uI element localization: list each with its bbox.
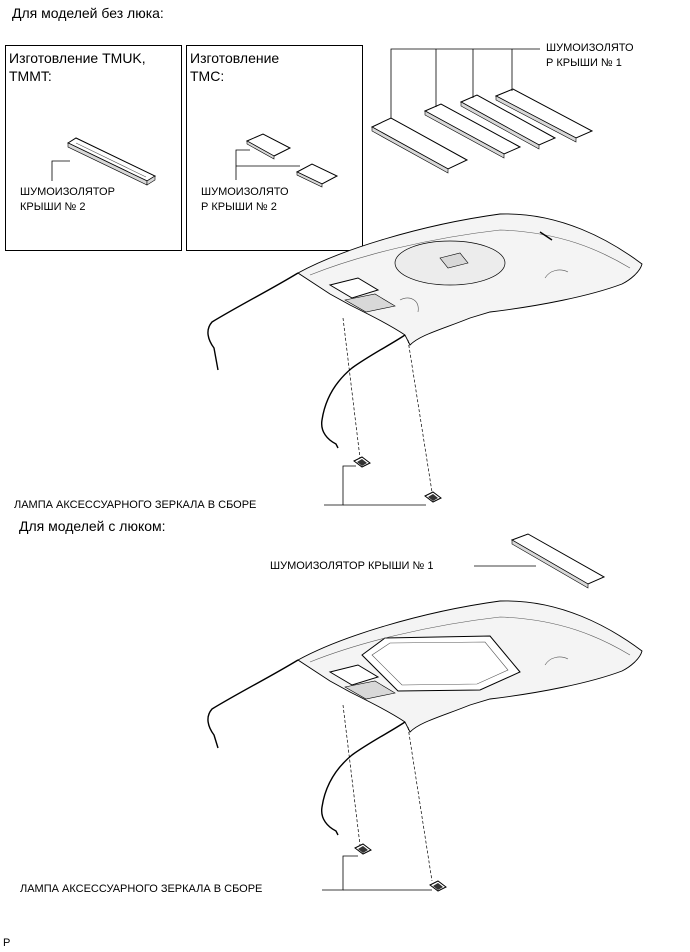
tmc-insulator-pad-2 xyxy=(295,163,339,188)
lamp-guide-line-1 xyxy=(342,317,361,459)
roof-insulator-2-label-line2: КРЫШИ № 2 xyxy=(20,201,86,213)
headliner-no-sunroof xyxy=(207,213,643,449)
section-heading-no-sunroof: Для моделей без люка: xyxy=(12,5,164,21)
figure-code: P xyxy=(3,937,11,949)
roof-insulator-1-label-line2: Р КРЫШИ № 1 xyxy=(546,57,622,69)
lamp-guide-line-3 xyxy=(342,704,361,846)
roof-insulator-1-label-sunroof: ШУМОИЗОЛЯТОР КРЫШИ № 1 xyxy=(270,560,434,572)
roof-insulator-1-label-line1: ШУМОИЗОЛЯТО xyxy=(546,42,634,54)
tmc-pad-leader-1 xyxy=(235,149,250,180)
tmc-box-title: Изготовление TMC: xyxy=(190,50,280,84)
accessory-mirror-lamp-top-left xyxy=(353,456,371,468)
accessory-mirror-lamp-bottom-right xyxy=(429,880,447,892)
lamp-bottom-leader xyxy=(322,855,358,891)
accessory-mirror-lamp-label-bottom: ЛАМПА АКСЕССУАРНОГО ЗЕРКАЛА В СБОРЕ xyxy=(20,883,263,895)
roof-insulator-2-leader xyxy=(51,160,70,181)
roof-insulator-1-sunroof xyxy=(510,533,606,589)
tmc-roof-insulator-2-label-line1: ШУМОИЗОЛЯТО xyxy=(201,186,289,198)
section-heading-with-sunroof: Для моделей с люком: xyxy=(19,518,166,534)
accessory-mirror-lamp-bottom-left xyxy=(354,843,372,855)
tmc-insulator-pad-1 xyxy=(245,133,292,160)
lamp-top-leader xyxy=(324,465,356,506)
headliner-with-sunroof xyxy=(207,600,643,836)
roof-insulator-2-strip xyxy=(66,137,157,186)
tmc-roof-insulator-2-label-line2: Р КРЫШИ № 2 xyxy=(201,201,277,213)
tmuk-box-title: Изготовление TMUK, TMMT: xyxy=(9,50,146,84)
lamp-guide-line-2 xyxy=(407,339,433,493)
roof-insulator-2-label-line1: ШУМОИЗОЛЯТОР xyxy=(20,186,115,198)
lamp-guide-line-4 xyxy=(407,726,433,882)
accessory-mirror-lamp-label-top: ЛАМПА АКСЕССУАРНОГО ЗЕРКАЛА В СБОРЕ xyxy=(14,499,257,511)
tmuk-variant-box: Изготовление TMUK, TMMT: ШУМОИЗОЛЯТОР КР… xyxy=(5,45,182,251)
accessory-mirror-lamp-top-right xyxy=(424,491,442,503)
roof-insulator-1-leader xyxy=(390,48,540,118)
roof-insulator-1-strips xyxy=(370,88,594,174)
